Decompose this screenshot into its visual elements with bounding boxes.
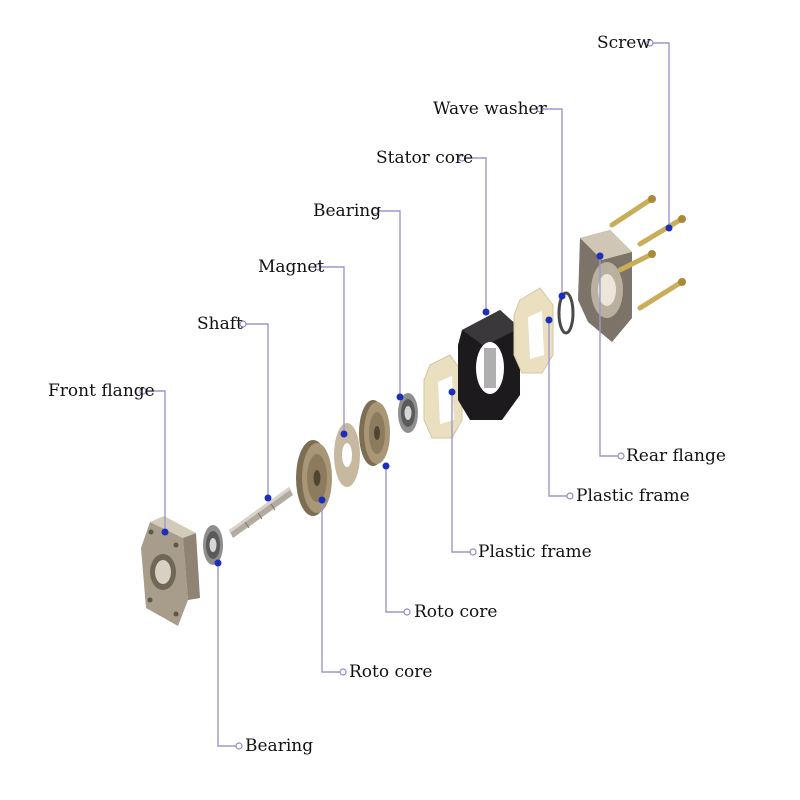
plastic-frame-center-part [423,354,463,439]
roto-core-lower-part [296,440,332,516]
label-roto-core-lower: Roto core [349,662,432,682]
front-flange-part [141,516,200,626]
label-shaft: Shaft [197,314,243,334]
screws-part [609,195,686,311]
label-plastic-frame-center: Plastic frame [478,542,592,562]
rear-flange-part [578,230,632,342]
magnet-part [334,423,360,487]
plastic-frame-right-part [513,287,554,374]
label-bearing-bottom: Bearing [245,736,313,756]
label-plastic-frame-right: Plastic frame [576,486,690,506]
label-bearing-top: Bearing [313,201,381,221]
shaft-part [229,487,293,538]
label-rear-flange: Rear flange [626,446,726,466]
label-magnet: Magnet [258,257,324,277]
roto-core-upper-part [359,400,390,466]
upper-bearing-part [398,393,418,433]
label-roto-core-upper: Roto core [414,602,497,622]
wave-washer-part [557,291,575,335]
stator-core-part [458,310,520,420]
label-wave-washer: Wave washer [433,99,548,119]
leader-lines [139,39,673,750]
front-bearing-part [203,525,223,565]
label-stator-core: Stator core [376,148,473,168]
label-screw: Screw [597,33,651,53]
label-front-flange: Front flange [48,381,155,401]
